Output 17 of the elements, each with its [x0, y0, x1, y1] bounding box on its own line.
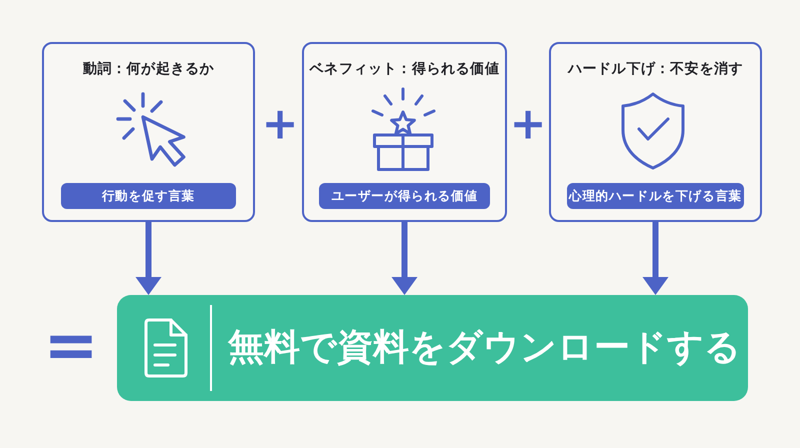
arrow [392, 222, 418, 295]
card-heading: ハードル下げ：不安を消す [568, 60, 744, 78]
card-panel [42, 42, 255, 222]
arrow [642, 222, 668, 295]
banner-text: 無料で資料をダウンロードする [228, 328, 741, 368]
plus-sign: + [510, 110, 546, 138]
result-banner [117, 295, 748, 401]
card-heading: 動詞：何が起きるか [82, 60, 214, 78]
pill-label: 心理的ハードルを下げる言葉 [567, 183, 744, 209]
pill-label: 行動を促す言葉 [61, 183, 236, 209]
equals-sign: = [43, 326, 99, 366]
card-panel [549, 42, 762, 222]
arrow [136, 222, 162, 295]
plus-sign: + [262, 110, 298, 138]
pill-label: ユーザーが得られる価値 [319, 183, 490, 209]
card-heading: ベネフィット：得られる価値 [310, 60, 500, 78]
card-panel [302, 42, 507, 222]
